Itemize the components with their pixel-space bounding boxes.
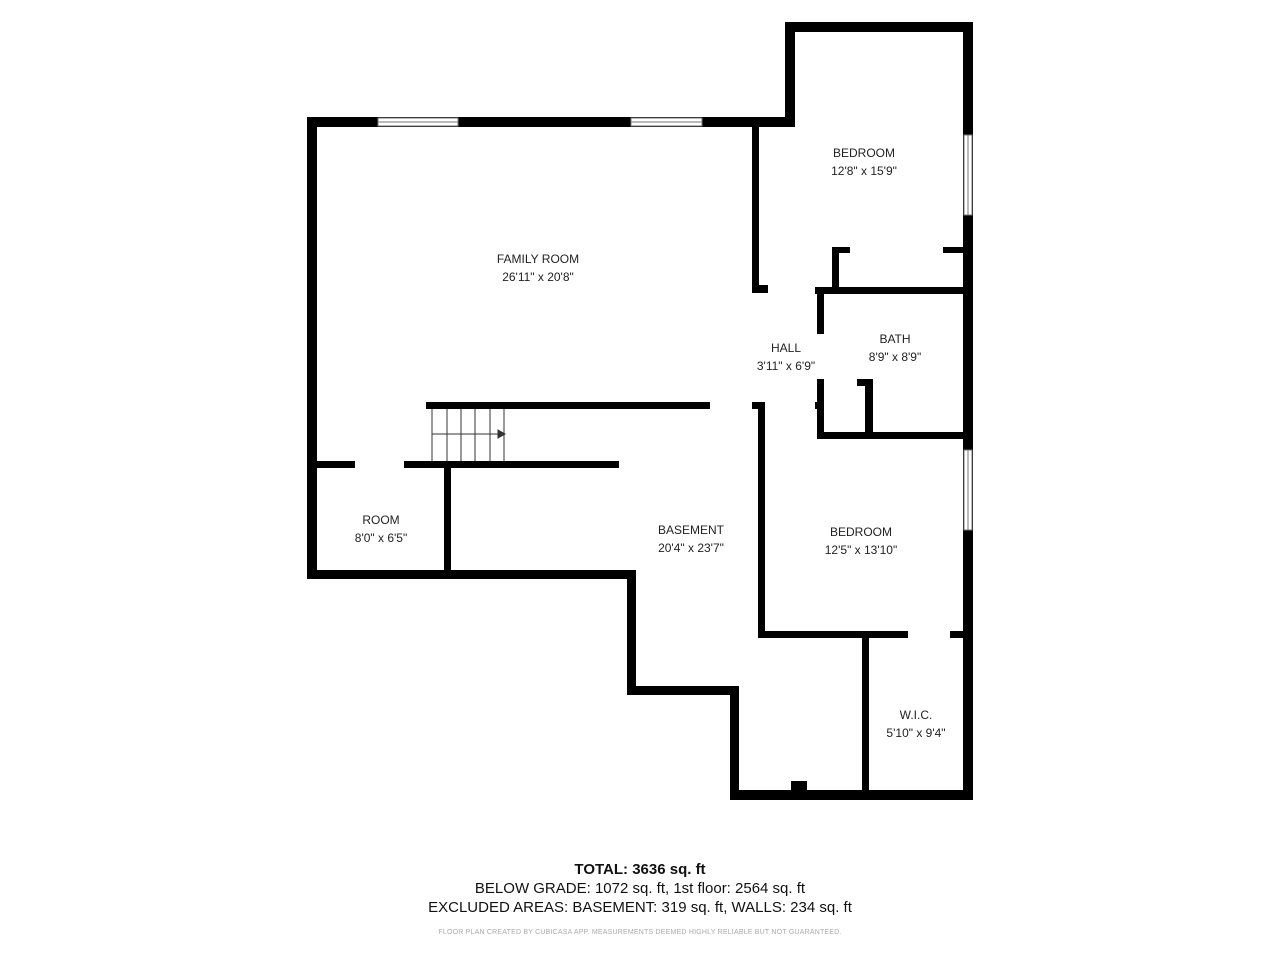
room-name: BEDROOM [829, 525, 892, 539]
room-dimensions: 3'11" x 6'9" [756, 359, 816, 373]
room-dimensions: 26'11" x 20'8" [502, 270, 574, 284]
room-name: ROOM [362, 513, 400, 527]
below-grade-area: BELOW GRADE: 1072 sq. ft, 1st floor: 256… [474, 880, 806, 897]
room-label-family-room: FAMILY ROOM 26'11" x 20'8" [497, 250, 579, 286]
room-name: BATH [879, 332, 911, 346]
total-area: TOTAL: 3636 sq. ft [574, 861, 706, 878]
room-name: HALL [770, 341, 802, 355]
room-dimensions: 8'9" x 8'9" [868, 350, 922, 364]
room-name: BASEMENT [657, 523, 725, 537]
room-dimensions: 20'4" x 23'7" [658, 541, 724, 555]
room-dimensions: 5'10" x 9'4" [886, 726, 946, 740]
room-label-room: ROOM 8'0" x 6'5" [355, 511, 407, 547]
room-dimensions: 12'8" x 15'9" [831, 164, 897, 178]
room-dimensions: 12'5" x 13'10" [824, 543, 898, 557]
room-label-bath: BATH 8'9" x 8'9" [869, 330, 921, 366]
room-dimensions: 8'0" x 6'5" [354, 531, 408, 545]
windows [377, 117, 973, 531]
room-label-wic: W.I.C. 5'10" x 9'4" [886, 706, 945, 742]
area-summary: TOTAL: 3636 sq. ft BELOW GRADE: 1072 sq.… [0, 860, 1280, 936]
excluded-areas: EXCLUDED AREAS: BASEMENT: 319 sq. ft, WA… [428, 899, 852, 916]
disclaimer: FLOOR PLAN CREATED BY CUBICASA APP. MEAS… [438, 929, 842, 936]
room-name: BEDROOM [832, 146, 895, 160]
room-label-hall: HALL 3'11" x 6'9" [757, 339, 815, 375]
walls [307, 22, 973, 800]
room-name: W.I.C. [899, 708, 933, 722]
room-label-bedroom-1: BEDROOM 12'8" x 15'9" [831, 144, 897, 180]
staircase [431, 409, 507, 461]
room-name: FAMILY ROOM [496, 252, 580, 266]
room-label-basement: BASEMENT 20'4" x 23'7" [658, 521, 724, 557]
room-label-bedroom-2: BEDROOM 12'5" x 13'10" [825, 523, 898, 559]
